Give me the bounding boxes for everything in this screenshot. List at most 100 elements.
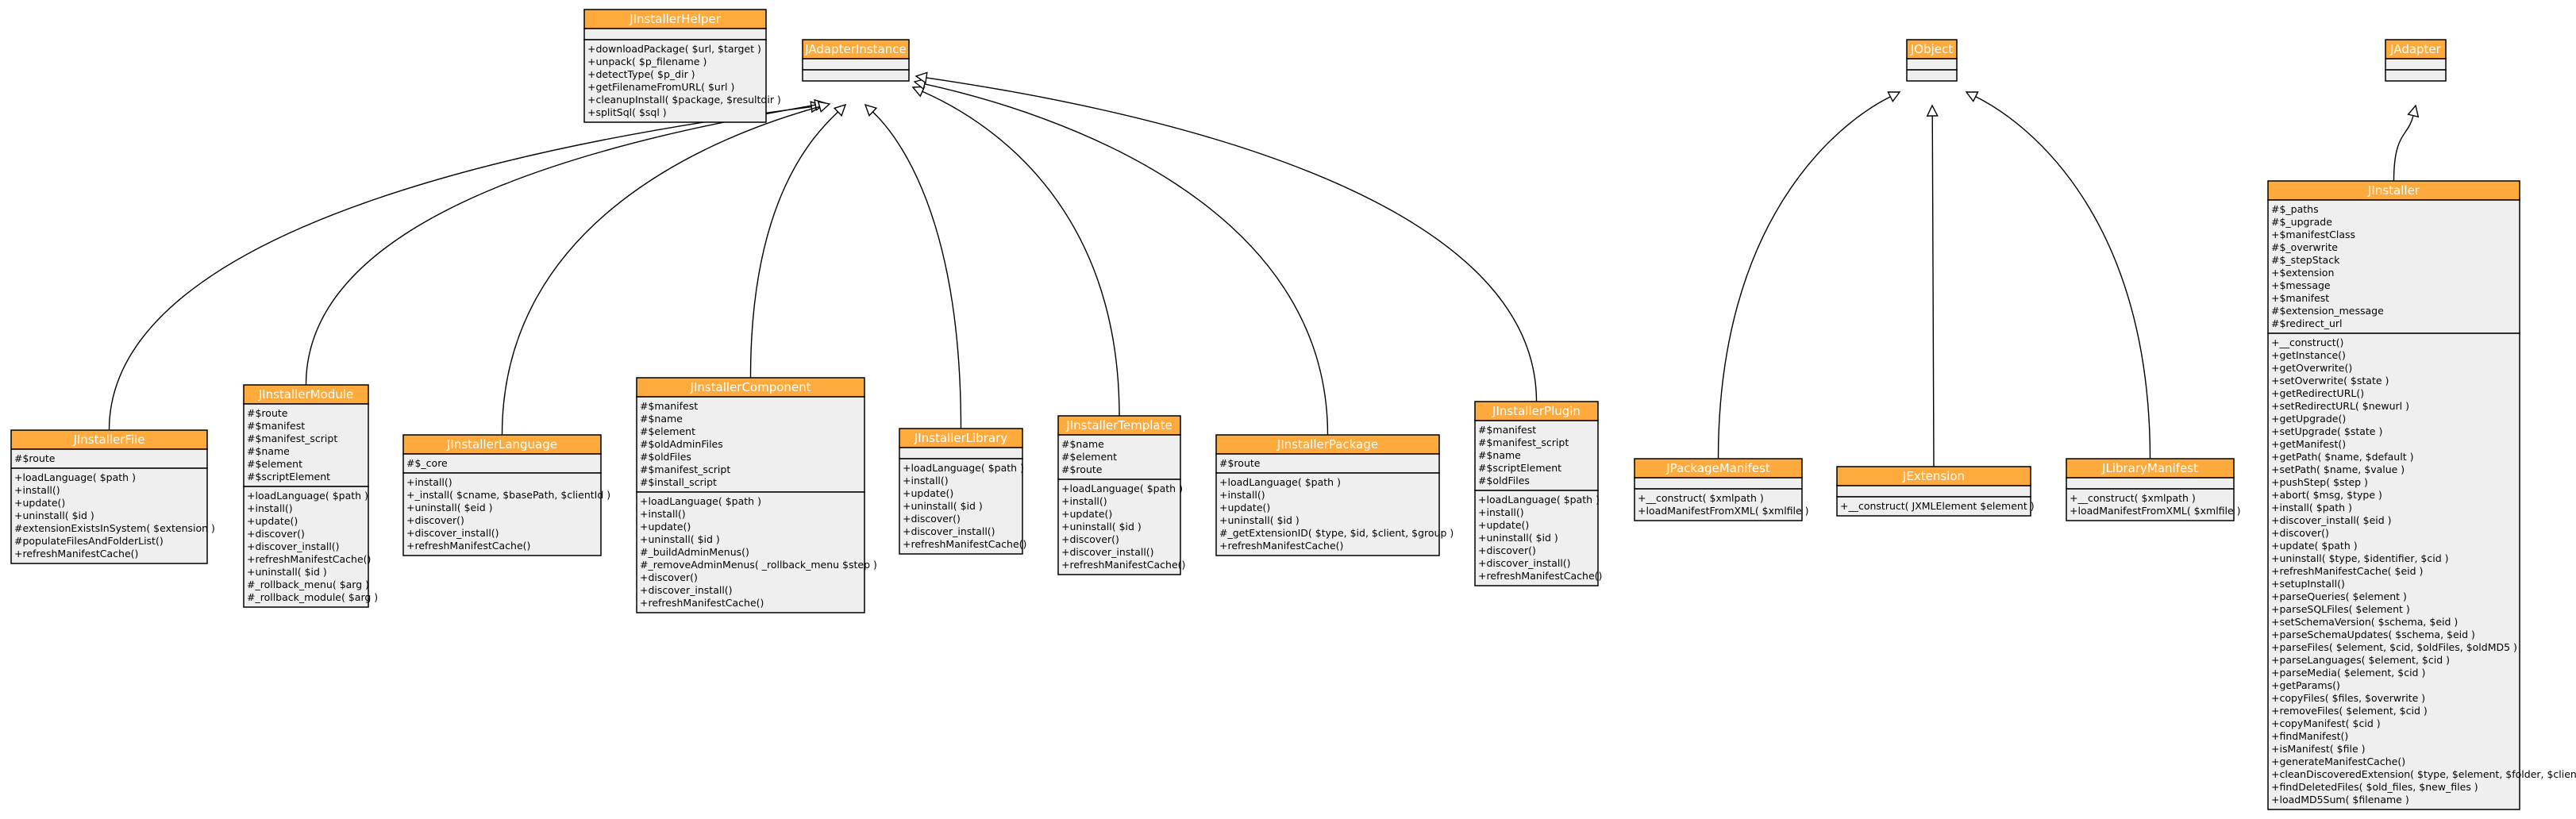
attributes-compartment	[1634, 477, 1803, 490]
class-method: +copyManifest( $cid )	[2271, 717, 2381, 729]
class-method: +discover_install()	[640, 584, 733, 596]
class-method: +loadLanguage( $path )	[247, 490, 368, 502]
class-attribute: #$element	[247, 458, 302, 470]
class-method: +install()	[640, 508, 686, 520]
class-method: +discover()	[2271, 527, 2329, 539]
methods-compartment	[1836, 496, 2031, 517]
class-method: +__construct( $xmlpath )	[2070, 492, 2196, 504]
attributes-compartment	[1474, 420, 1599, 491]
generalization-line	[1931, 115, 1935, 467]
class-box-jinstaller: JInstaller#$_paths#$_upgrade+$manifestCl…	[2267, 180, 2576, 810]
class-method: +uninstall( $id )	[640, 533, 720, 545]
class-method: +discover_install()	[903, 525, 995, 537]
generalization-jinstallerpackage-to-jadapterinstance	[913, 78, 1329, 436]
attributes-compartment	[636, 396, 865, 493]
generalization-arrowhead	[817, 101, 831, 113]
class-method: +getRedirectURL()	[2271, 387, 2364, 399]
class-attribute: #$scriptElement	[247, 471, 330, 483]
class-method: +update( $path )	[2271, 540, 2358, 552]
class-method: +loadManifestFromXML( $xmlfile )	[1638, 505, 1809, 517]
class-method: +setSchemaVersion( $schema, $eid )	[2271, 616, 2458, 628]
class-method: +splitSql( $sql )	[587, 106, 667, 118]
class-method: +downloadPackage( $url, $target )	[587, 43, 761, 55]
methods-compartment	[1057, 479, 1181, 575]
class-attribute: #$name	[247, 445, 290, 457]
class-method: +loadMD5Sum( $filename )	[2271, 794, 2409, 806]
methods-compartment	[583, 39, 767, 123]
class-name: JInstallerComponent	[689, 380, 811, 394]
class-attribute: #$oldFiles	[1478, 475, 1530, 486]
class-method: +abort( $msg, $type )	[2271, 489, 2382, 501]
class-box-jinstallerpackage: JInstallerPackage#$route+loadLanguage( $…	[1215, 434, 1454, 556]
class-method: +update()	[14, 497, 65, 509]
class-header	[2066, 458, 2235, 479]
class-method: +findManifest()	[2271, 730, 2348, 742]
generalization-jinstallermodule-to-jadapterinstance	[305, 98, 827, 386]
generalization-line	[2393, 115, 2414, 182]
class-header	[802, 39, 910, 60]
class-method: +parseSchemaUpdates( $schema, $eid )	[2271, 629, 2475, 640]
methods-compartment	[1634, 488, 1803, 521]
class-method: +refreshManifestCache()	[640, 597, 764, 609]
class-header	[899, 428, 1023, 448]
class-method: +discover()	[1061, 533, 1119, 545]
class-method: +uninstall( $id )	[903, 500, 983, 512]
class-method: +removeFiles( $element, $cid )	[2271, 705, 2428, 717]
class-name: JInstallerLibrary	[914, 431, 1008, 445]
class-method: +__construct( JXMLElement $element )	[1840, 500, 2035, 512]
attributes-compartment	[243, 403, 369, 487]
class-method: +getInstance()	[2271, 349, 2346, 361]
generalization-line	[305, 104, 816, 386]
class-method: +uninstall( $eid )	[406, 502, 492, 513]
class-box-jinstallertemplate: JInstallerTemplate#$name#$element#$route…	[1057, 415, 1185, 575]
generalization-line	[922, 90, 1120, 417]
attributes-compartment	[583, 28, 767, 40]
class-method: +discover()	[1478, 544, 1536, 556]
class-box-jextension: JExtension+__construct( JXMLElement $ele…	[1836, 466, 2035, 517]
class-attribute: #$scriptElement	[1478, 462, 1561, 474]
attributes-compartment	[10, 448, 208, 469]
attributes-compartment	[1057, 434, 1181, 480]
class-method: +_install( $cname, $basePath, $clientId …	[406, 489, 610, 501]
class-attribute: #$manifest_script	[1478, 436, 1569, 448]
class-method: +refreshManifestCache()	[1478, 570, 1602, 582]
class-attribute: #$manifest	[247, 420, 305, 432]
class-name: JInstaller	[2367, 183, 2420, 198]
class-method: +install( $path )	[2271, 502, 2352, 513]
class-method: +parseSQLFiles( $element )	[2271, 603, 2410, 615]
class-method: +setUpgrade( $state )	[2271, 425, 2382, 437]
methods-compartment	[2066, 488, 2235, 521]
class-method: +update()	[640, 521, 691, 533]
class-method: +loadLanguage( $path )	[14, 471, 136, 483]
methods-compartment	[2267, 333, 2520, 810]
generalization-line	[749, 111, 839, 379]
class-attribute: #$install_script	[640, 476, 717, 488]
attributes-compartment	[1836, 485, 2031, 498]
class-method: +update()	[1478, 519, 1529, 531]
class-method: +update()	[903, 487, 953, 499]
class-method: +getPath( $name, $default )	[2271, 451, 2413, 463]
class-method: #_rollback_module( $arg )	[247, 591, 378, 603]
class-name: JAdapterInstance	[804, 42, 906, 56]
generalization-jinstallerplugin-to-jadapterinstance	[914, 71, 1538, 402]
class-attribute: #$_paths	[2271, 203, 2319, 215]
class-attribute: +$manifest	[2271, 292, 2329, 304]
class-method: +setOverwrite( $state )	[2271, 375, 2389, 386]
class-name: JObject	[1910, 42, 1953, 56]
class-method: +loadLanguage( $path )	[640, 495, 761, 507]
class-header	[2267, 180, 2520, 201]
methods-compartment	[402, 472, 602, 556]
class-name: JPackageManifest	[1665, 461, 1770, 475]
class-header	[10, 429, 208, 450]
class-box-jadapterinstance: JAdapterInstance	[802, 39, 910, 82]
class-method: +install()	[903, 475, 949, 486]
class-attribute: #$manifest_script	[247, 433, 337, 444]
class-attribute: #$name	[640, 413, 683, 425]
class-box-jobject: JObject	[1906, 39, 1958, 82]
generalization-line	[1717, 96, 1891, 459]
class-name: JInstallerHelper	[629, 12, 721, 26]
class-method: +generateManifestCache()	[2271, 756, 2405, 767]
class-box-jpackagemanifest: JPackageManifest+__construct( $xmlpath )…	[1634, 458, 1809, 521]
generalization-line	[872, 111, 962, 429]
